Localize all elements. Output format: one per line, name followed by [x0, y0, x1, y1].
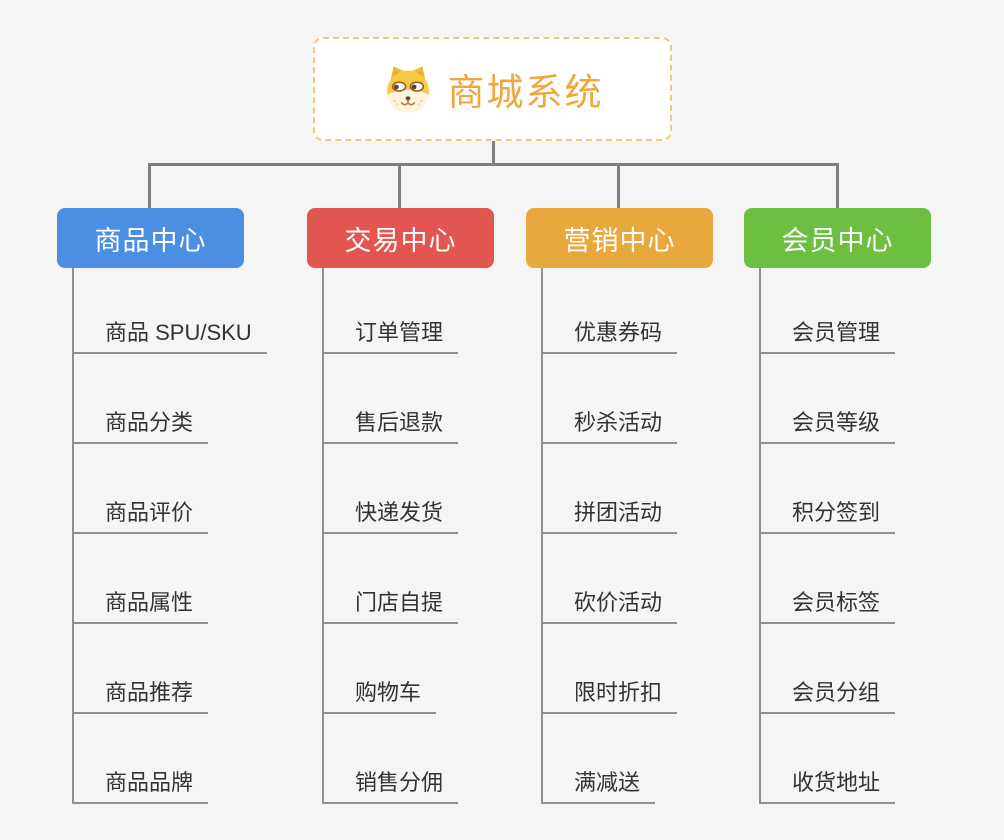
leaf-node[interactable]: 积分签到 [759, 492, 896, 534]
leaf-node[interactable]: 门店自提 [322, 582, 459, 624]
leaf-node[interactable]: 商品分类 [72, 402, 209, 444]
leaf-node[interactable]: 优惠券码 [541, 312, 678, 354]
branch-node-marketing[interactable]: 营销中心 [526, 208, 713, 268]
leaf-node[interactable]: 商品评价 [72, 492, 209, 534]
branch-node-member[interactable]: 会员中心 [744, 208, 931, 268]
connector-drop-product [148, 163, 151, 208]
branch-spine-product [72, 268, 74, 804]
branch-node-trade[interactable]: 交易中心 [307, 208, 494, 268]
leaf-node[interactable]: 会员等级 [759, 402, 896, 444]
leaf-node[interactable]: 快递发货 [322, 492, 459, 534]
leaf-node[interactable]: 秒杀活动 [541, 402, 678, 444]
leaf-node[interactable]: 会员分组 [759, 672, 896, 714]
leaf-node[interactable]: 拼团活动 [541, 492, 678, 534]
leaf-node[interactable]: 商品属性 [72, 582, 209, 624]
leaf-node[interactable]: 购物车 [322, 672, 437, 714]
leaf-node[interactable]: 砍价活动 [541, 582, 678, 624]
connector-drop-trade [398, 163, 401, 208]
branch-spine-member [759, 268, 761, 804]
leaf-node[interactable]: 商品 SPU/SKU [72, 312, 267, 354]
branch-node-product[interactable]: 商品中心 [57, 208, 244, 268]
branch-spine-trade [322, 268, 324, 804]
root-title: 商城系统 [447, 72, 604, 113]
leaf-node[interactable]: 订单管理 [322, 312, 459, 354]
leaf-node[interactable]: 满减送 [541, 762, 656, 804]
leaf-node[interactable]: 商品推荐 [72, 672, 209, 714]
leaf-node[interactable]: 收货地址 [759, 762, 896, 804]
connector-root-stem [492, 141, 495, 166]
leaf-node[interactable]: 会员管理 [759, 312, 896, 354]
dog-icon [386, 66, 429, 113]
leaf-node[interactable]: 销售分佣 [322, 762, 459, 804]
connector-horizontal-bar [148, 163, 839, 166]
leaf-node[interactable]: 售后退款 [322, 402, 459, 444]
leaf-node[interactable]: 商品品牌 [72, 762, 209, 804]
root-node[interactable]: 商城系统 [313, 37, 672, 141]
connector-drop-marketing [617, 163, 620, 208]
branch-spine-marketing [541, 268, 543, 804]
leaf-node[interactable]: 限时折扣 [541, 672, 678, 714]
leaf-node[interactable]: 会员标签 [759, 582, 896, 624]
connector-drop-member [836, 163, 839, 208]
